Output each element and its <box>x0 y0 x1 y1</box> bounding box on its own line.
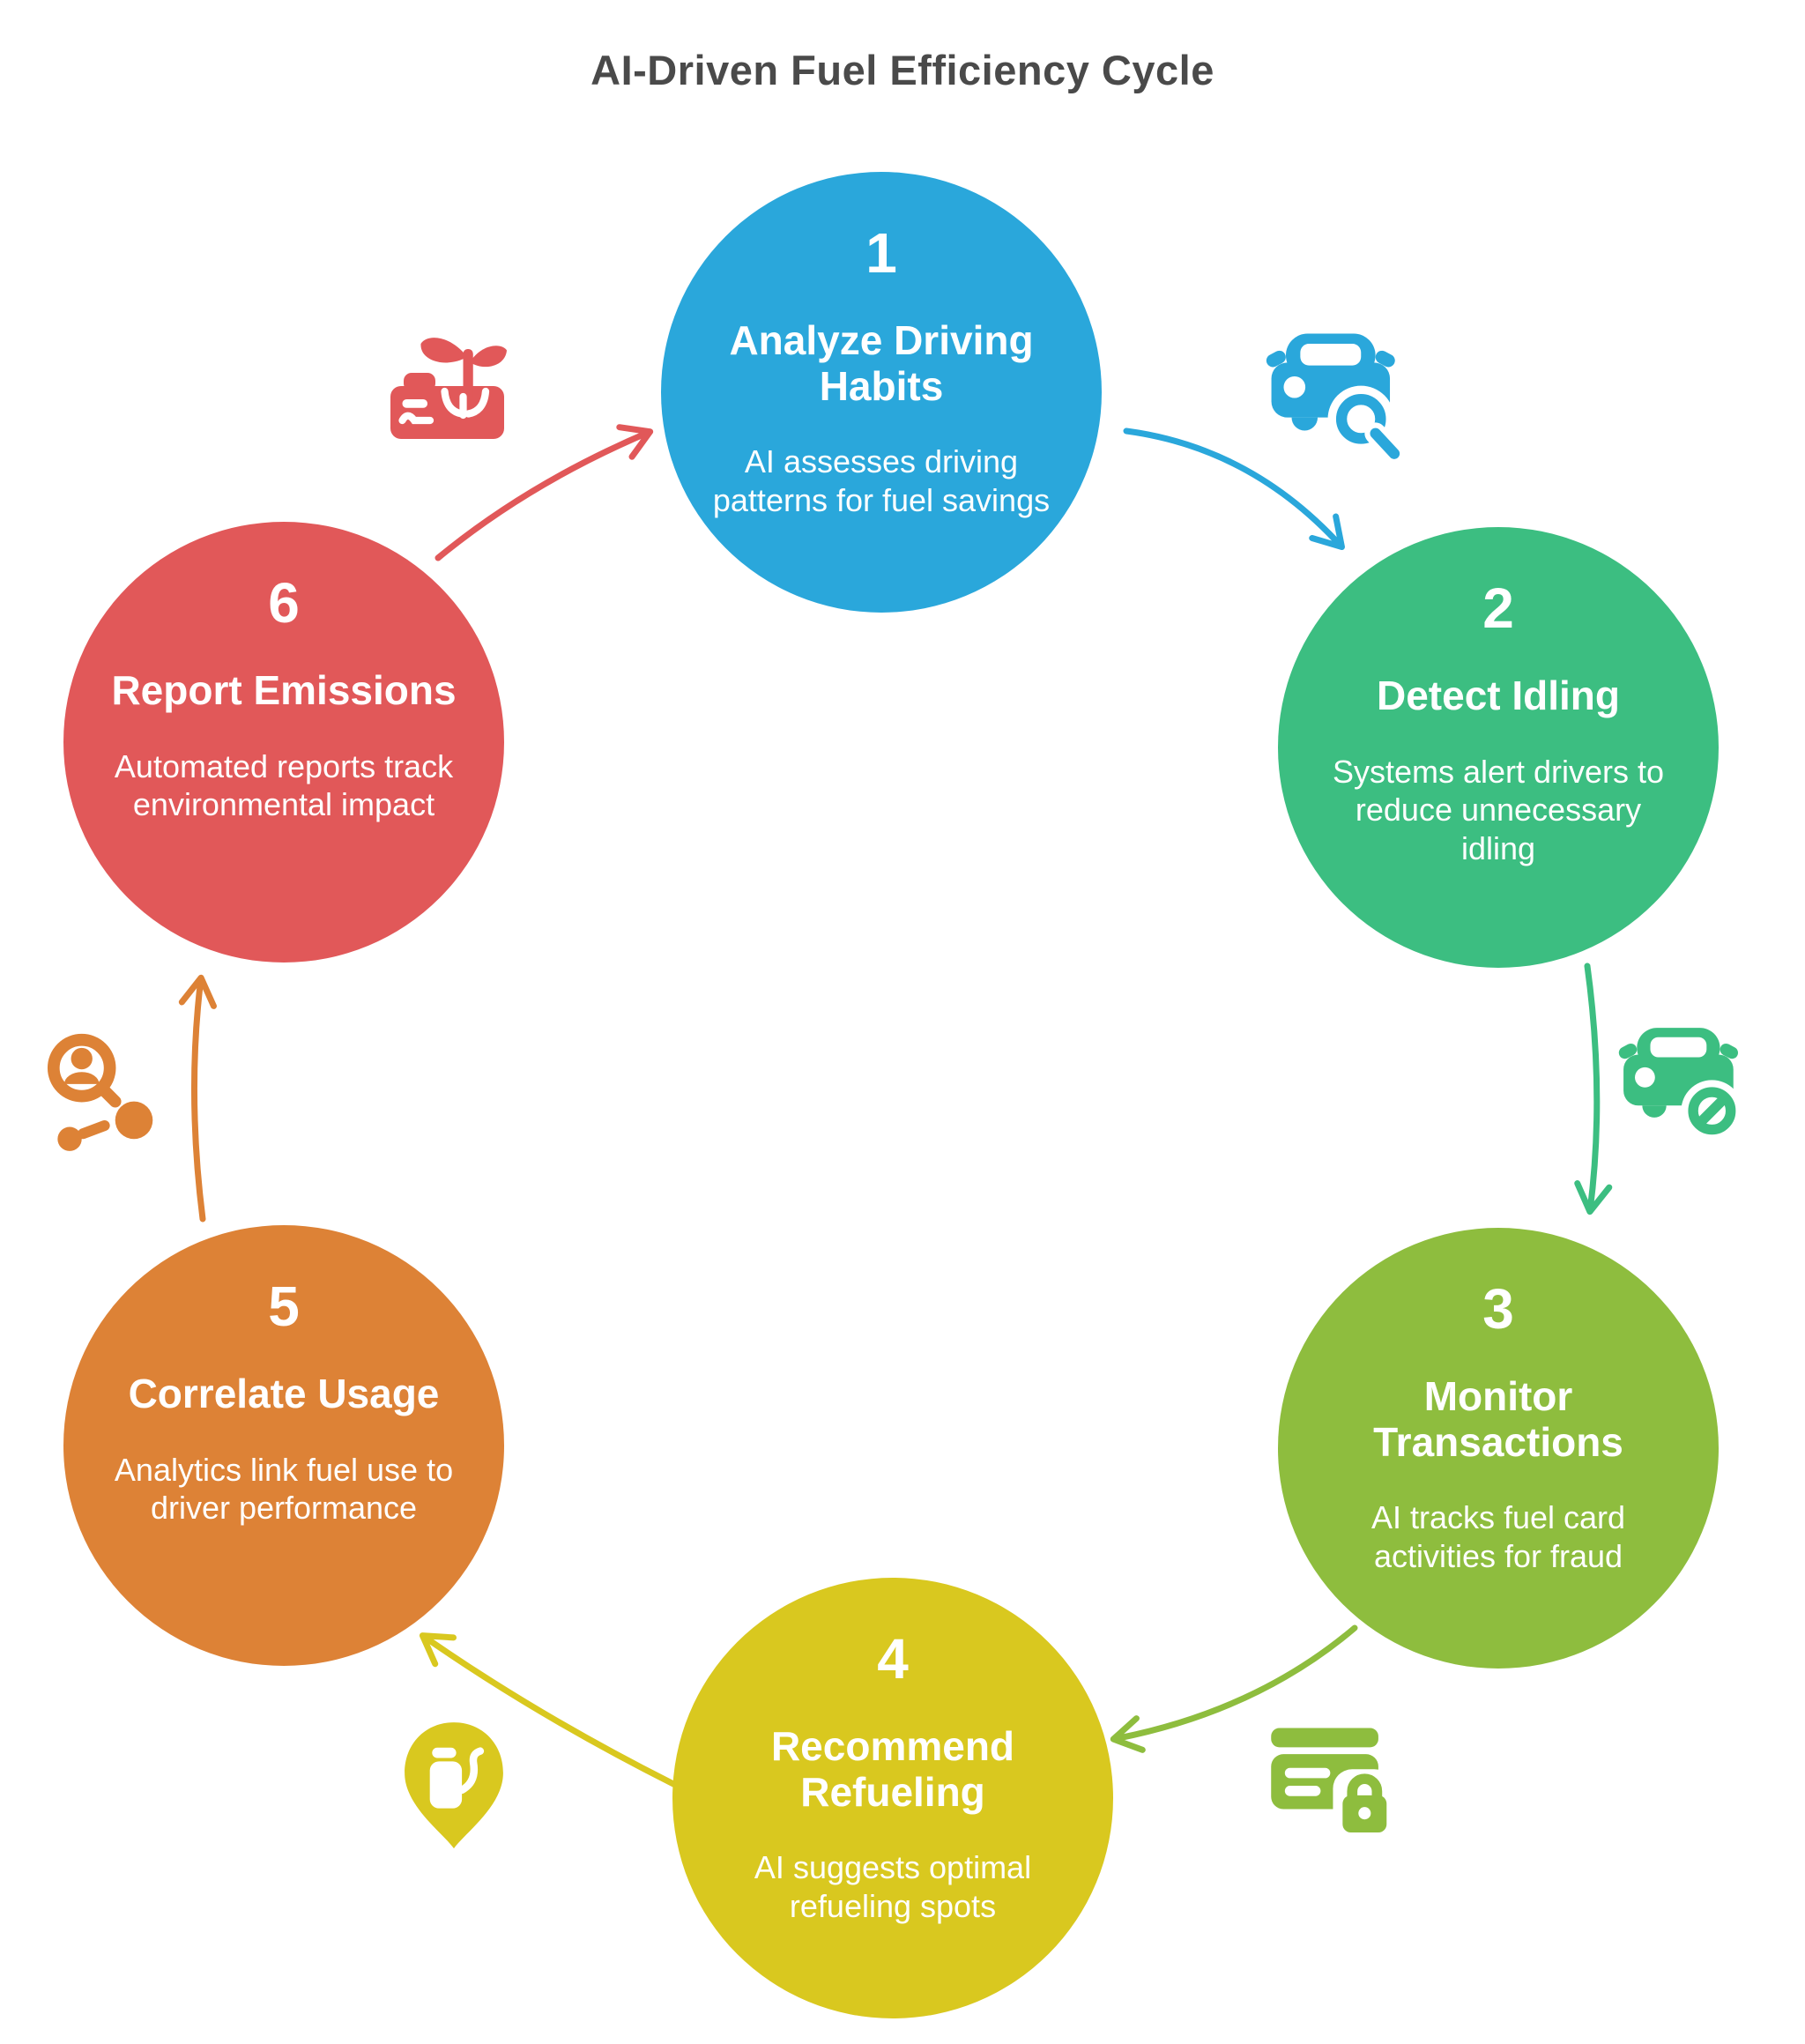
eco-plant-icon <box>390 338 507 439</box>
arrow-step4-to-step5 <box>419 1632 684 1791</box>
step-title: Detect Idling <box>1376 673 1621 718</box>
arrow-step1-to-step2 <box>1123 427 1345 551</box>
card-lock-icon <box>1271 1728 1394 1833</box>
step-number: 5 <box>268 1275 300 1338</box>
step-title: Report Emissions <box>111 667 457 713</box>
step-title: Recommend Refueling <box>770 1723 1015 1815</box>
arrow-step5-to-step6 <box>178 974 217 1223</box>
step-title: Monitor Transactions <box>1373 1373 1623 1465</box>
fuel-pin-icon <box>405 1722 503 1849</box>
step-circle-1: 1 Analyze Driving Habits AI assesses dri… <box>661 172 1102 613</box>
car-search-icon <box>1266 333 1406 465</box>
step-number: 3 <box>1482 1277 1514 1341</box>
step-description: Systems alert drivers to reduce unnecess… <box>1332 753 1665 867</box>
step-description: Analytics link fuel use to driver perfor… <box>114 1451 454 1527</box>
person-search-icon <box>47 1033 153 1151</box>
step-title: Correlate Usage <box>128 1371 440 1416</box>
diagram-title: AI-Driven Fuel Efficiency Cycle <box>591 47 1214 93</box>
step-circle-2: 2 Detect Idling Systems alert drivers to… <box>1278 527 1719 968</box>
step-circle-4: 4 Recommend Refueling AI suggests optima… <box>672 1578 1113 2018</box>
arrow-step2-to-step3 <box>1574 963 1613 1215</box>
step-description: AI suggests optimal refueling spots <box>754 1849 1032 1924</box>
step-number: 1 <box>865 221 897 285</box>
step-description: AI assesses driving patterns for fuel sa… <box>712 443 1051 518</box>
arrow-step6-to-step1 <box>435 424 654 561</box>
step-description: Automated reports track environmental im… <box>114 747 454 823</box>
step-circle-5: 5 Correlate Usage Analytics link fuel us… <box>63 1225 504 1666</box>
step-description: AI tracks fuel card activities for fraud <box>1370 1499 1626 1574</box>
step-number: 2 <box>1482 576 1514 640</box>
step-number: 4 <box>877 1627 909 1691</box>
step-circle-3: 3 Monitor Transactions AI tracks fuel ca… <box>1278 1228 1719 1669</box>
step-number: 6 <box>268 571 300 635</box>
arrow-step3-to-step4 <box>1110 1624 1358 1753</box>
step-title: Analyze Driving Habits <box>729 317 1034 409</box>
car-ban-icon <box>1618 1028 1743 1142</box>
step-circle-6: 6 Report Emissions Automated reports tra… <box>63 522 504 963</box>
